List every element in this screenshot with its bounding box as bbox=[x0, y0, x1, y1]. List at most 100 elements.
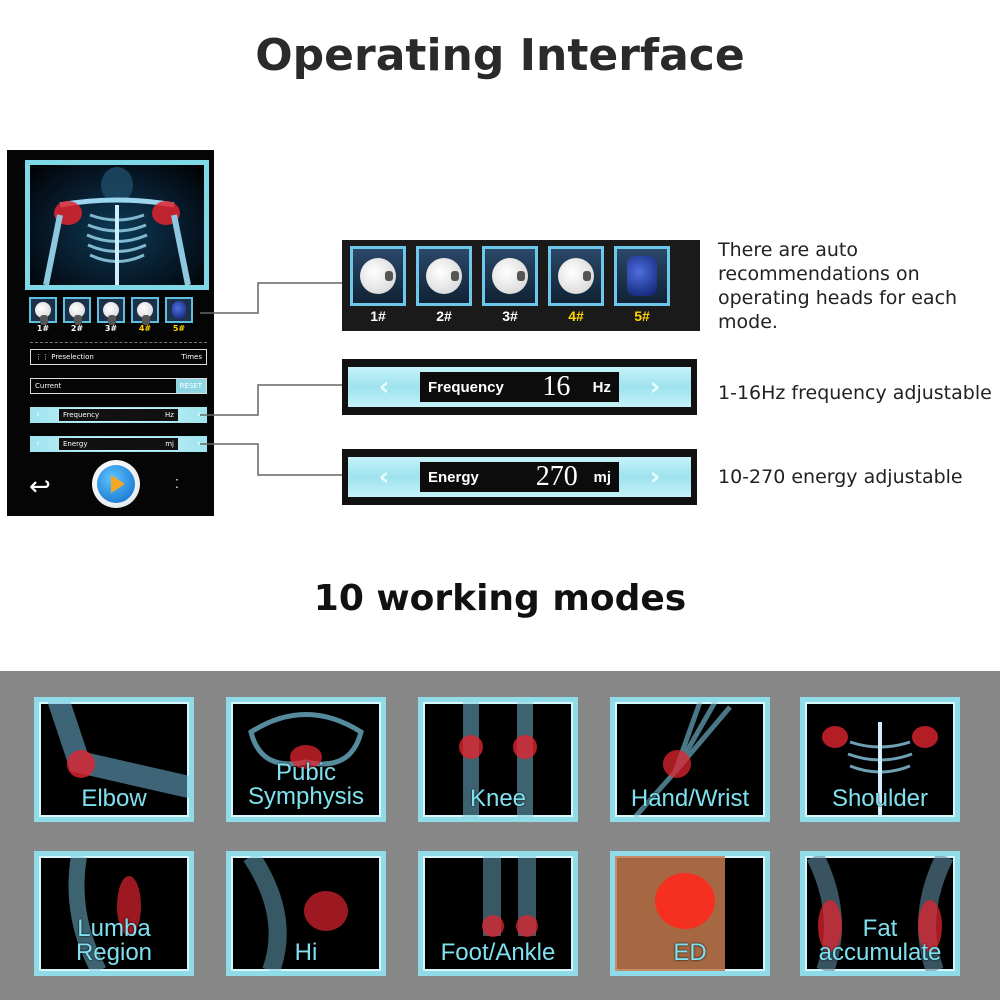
head-label: 4# bbox=[568, 308, 584, 324]
mode-label: Elbow bbox=[81, 785, 147, 812]
pelvis-xray-icon bbox=[248, 712, 364, 769]
device-energy-control: ‹ Energy mj › bbox=[30, 436, 207, 452]
mode-label: Fat accumulate bbox=[818, 915, 942, 966]
mode-label: ED bbox=[673, 939, 707, 966]
energy-value: 270 bbox=[535, 461, 578, 492]
hand-xray-icon bbox=[633, 702, 732, 817]
white-head-icon bbox=[103, 302, 119, 325]
current-row: Current RESET bbox=[30, 378, 207, 394]
elbow-xray-icon bbox=[48, 702, 189, 798]
modes-panel: Elbow Pubic Symphysis Knee Hand/Wrist bbox=[0, 671, 1000, 1000]
play-button[interactable] bbox=[92, 460, 140, 508]
device-head-2[interactable]: 2# bbox=[63, 297, 91, 333]
head-option-1[interactable]: 1# bbox=[350, 246, 406, 325]
device-head-3[interactable]: 3# bbox=[97, 297, 125, 333]
device-heads-row: 1# 2# 3# 4# 5# bbox=[25, 295, 209, 335]
spine-xray-icon bbox=[68, 856, 141, 971]
white-head-icon bbox=[492, 258, 528, 294]
frequency-left-chevron-icon[interactable]: ‹ bbox=[378, 372, 390, 402]
head-label: 2# bbox=[436, 308, 452, 324]
frequency-increase-button[interactable]: › bbox=[197, 410, 201, 420]
knee-xray-icon bbox=[459, 702, 537, 817]
device-head-label: 4# bbox=[138, 324, 152, 333]
mode-label: Lumba Region bbox=[75, 915, 153, 966]
device-head-label: 1# bbox=[36, 324, 50, 333]
blue-head-icon bbox=[172, 301, 186, 319]
hip-xray-icon bbox=[243, 856, 348, 971]
mode-foot-ankle[interactable]: Foot/Ankle bbox=[418, 851, 578, 976]
mode-elbow[interactable]: Elbow bbox=[34, 697, 194, 822]
mode-label: Hand/Wrist bbox=[630, 785, 750, 812]
device-frequency-label: Frequency bbox=[63, 411, 100, 419]
mode-label: Pubic Symphysis bbox=[247, 759, 365, 810]
energy-increase-button[interactable]: › bbox=[197, 439, 201, 449]
energy-label: Energy bbox=[428, 468, 479, 486]
device-frequency-control: ‹ Frequency Hz › bbox=[30, 407, 207, 423]
mode-label: Knee bbox=[469, 785, 527, 812]
mode-hi[interactable]: Hi bbox=[226, 851, 386, 976]
play-icon bbox=[111, 475, 125, 493]
mode-lumba-region[interactable]: Lumba Region bbox=[34, 851, 194, 976]
device-energy-unit: mj bbox=[165, 440, 174, 448]
operating-heads-panel: 1# 2# 3# 4# 5# bbox=[342, 240, 700, 331]
energy-description: 10-270 energy adjustable bbox=[718, 466, 963, 488]
page-title-wrap: Operating Interface bbox=[0, 30, 1000, 81]
times-label: Times bbox=[181, 353, 202, 361]
heads-description: There are auto recommendations on operat… bbox=[718, 239, 958, 333]
device-head-4[interactable]: 4# bbox=[131, 297, 159, 333]
shoulder-xray-image bbox=[25, 160, 209, 290]
frequency-decrease-button[interactable]: ‹ bbox=[36, 410, 40, 420]
skeleton-icon bbox=[43, 167, 191, 285]
device-frequency-unit: Hz bbox=[165, 411, 174, 419]
preselection-row[interactable]: ⋮⋮ Preselection Times bbox=[30, 349, 207, 365]
back-arrow-icon[interactable]: ↩ bbox=[29, 472, 51, 502]
mode-label: Hi bbox=[294, 939, 318, 966]
mode-label: Foot/Ankle bbox=[440, 939, 556, 966]
white-head-icon bbox=[69, 302, 85, 325]
mode-knee[interactable]: Knee bbox=[418, 697, 578, 822]
modes-title: 10 working modes bbox=[313, 578, 687, 619]
frequency-description: 1-16Hz frequency adjustable bbox=[718, 382, 992, 404]
blue-head-icon bbox=[627, 256, 657, 296]
white-head-icon bbox=[558, 258, 594, 294]
head-option-3[interactable]: 3# bbox=[482, 246, 538, 325]
mode-ed[interactable]: ED bbox=[610, 851, 770, 976]
frequency-control: ‹ Frequency 16 Hz › bbox=[342, 359, 697, 415]
mode-pubic-symphysis[interactable]: Pubic Symphysis bbox=[226, 697, 386, 822]
device-energy-label: Energy bbox=[63, 440, 88, 448]
device-head-label: 2# bbox=[70, 324, 84, 333]
head-label: 5# bbox=[634, 308, 650, 324]
preselection-label: ⋮⋮ Preselection bbox=[35, 353, 94, 361]
device-head-1[interactable]: 1# bbox=[29, 297, 57, 333]
reset-button[interactable]: RESET bbox=[175, 379, 206, 393]
foot-xray-icon bbox=[482, 856, 538, 937]
more-icon[interactable]: ⁚ bbox=[175, 477, 179, 491]
frequency-right-chevron-icon[interactable]: › bbox=[649, 372, 661, 402]
white-head-icon bbox=[35, 302, 51, 325]
white-head-icon bbox=[426, 258, 462, 294]
page-title: Operating Interface bbox=[251, 30, 750, 81]
white-head-icon bbox=[360, 258, 396, 294]
energy-right-chevron-icon[interactable]: › bbox=[649, 462, 661, 492]
device-head-label: 5# bbox=[172, 324, 186, 333]
white-head-icon bbox=[137, 302, 153, 325]
head-label: 3# bbox=[502, 308, 518, 324]
head-option-4[interactable]: 4# bbox=[548, 246, 604, 325]
frequency-unit: Hz bbox=[592, 378, 611, 396]
device-head-label: 3# bbox=[104, 324, 118, 333]
head-option-5[interactable]: 5# bbox=[614, 246, 670, 325]
mode-label: Shoulder bbox=[831, 785, 929, 812]
shoulder-xray-icon bbox=[822, 722, 938, 817]
mode-hand-wrist[interactable]: Hand/Wrist bbox=[610, 697, 770, 822]
frequency-label: Frequency bbox=[428, 378, 504, 396]
energy-control: ‹ Energy 270 mj › bbox=[342, 449, 697, 505]
device-head-5[interactable]: 5# bbox=[165, 297, 193, 333]
energy-decrease-button[interactable]: ‹ bbox=[36, 439, 40, 449]
head-option-2[interactable]: 2# bbox=[416, 246, 472, 325]
frequency-value: 16 bbox=[542, 371, 571, 402]
mode-shoulder[interactable]: Shoulder bbox=[800, 697, 960, 822]
energy-left-chevron-icon[interactable]: ‹ bbox=[378, 462, 390, 492]
mode-fat-accumulate[interactable]: Fat accumulate bbox=[800, 851, 960, 976]
divider bbox=[30, 342, 207, 343]
pelvic-region-icon bbox=[615, 856, 725, 971]
